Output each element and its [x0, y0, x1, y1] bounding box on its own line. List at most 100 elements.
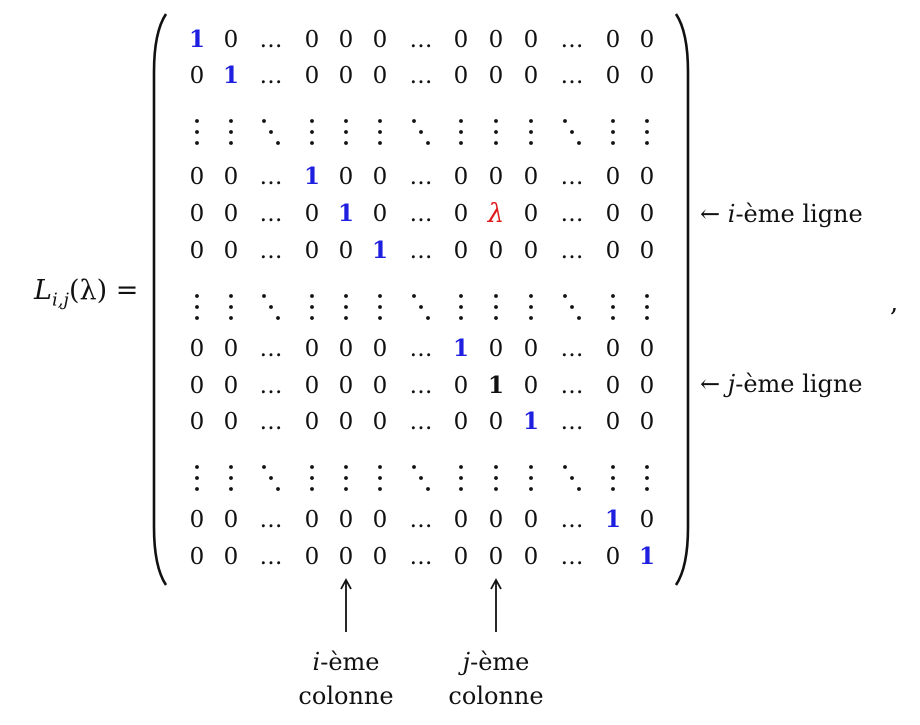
matrix-cell: … — [560, 507, 584, 533]
matrix-cell: 0 — [488, 63, 504, 89]
matrix-cell: 0 — [605, 238, 621, 264]
matrix-cell: 0 — [372, 336, 388, 362]
matrix-cell: … — [259, 336, 283, 362]
matrix-cell: 0 — [223, 201, 239, 227]
ddots-cell — [562, 463, 582, 493]
row-j-text: -ème ligne — [735, 370, 863, 398]
matrix-cell: … — [560, 238, 584, 264]
matrix-cell: 0 — [639, 409, 655, 435]
left-parenthesis — [152, 13, 168, 586]
matrix-cell: 0 — [223, 373, 239, 399]
vdots-cell — [451, 117, 471, 147]
row-i-variable: i — [727, 200, 736, 228]
matrix-cell: 0 — [523, 201, 539, 227]
matrix-cell: 0 — [223, 164, 239, 190]
matrix-cell: 0 — [488, 27, 504, 53]
vdots-cell — [336, 292, 356, 322]
lambda-cell: λ — [487, 199, 505, 229]
diagonal-one-cell: 1 — [604, 506, 621, 533]
matrix-cell: 0 — [639, 63, 655, 89]
matrix-cell: … — [259, 409, 283, 435]
ddots-cell — [261, 117, 281, 147]
matrix-cell: 0 — [523, 27, 539, 53]
matrix-cell: 0 — [304, 507, 320, 533]
matrix-cell: 0 — [523, 373, 539, 399]
row-j-variable: j — [727, 370, 736, 398]
ddots-cell — [411, 117, 431, 147]
matrix-cell: 0 — [372, 544, 388, 570]
matrix-cell: 0 — [338, 544, 354, 570]
matrix-cell: 0 — [523, 164, 539, 190]
vdots-cell — [603, 463, 623, 493]
matrix-cell: 0 — [189, 336, 205, 362]
vdots-cell — [637, 292, 657, 322]
matrix-cell: 0 — [523, 336, 539, 362]
matrix-cell: … — [409, 409, 433, 435]
matrix-cell: … — [409, 544, 433, 570]
row-j-arrow: ← — [700, 370, 721, 398]
vdots-cell — [221, 117, 241, 147]
matrix-cell: 0 — [639, 238, 655, 264]
vdots-cell — [336, 117, 356, 147]
matrix-cell: … — [259, 201, 283, 227]
matrix-cell: 0 — [338, 336, 354, 362]
matrix-cell: 0 — [605, 373, 621, 399]
matrix-cell: 0 — [605, 544, 621, 570]
matrix-cell: 0 — [453, 373, 469, 399]
matrix-name: Li,j(λ) = — [34, 275, 138, 310]
row-label-i: ← i-ème ligne — [700, 200, 863, 228]
vdots-cell — [221, 292, 241, 322]
matrix-cell: 0 — [523, 544, 539, 570]
matrix-cell: 0 — [488, 336, 504, 362]
matrix-cell: … — [409, 27, 433, 53]
matrix-cell: 0 — [338, 164, 354, 190]
matrix-cell: 0 — [223, 27, 239, 53]
matrix-cell: 0 — [453, 507, 469, 533]
matrix-cell: 0 — [605, 27, 621, 53]
matrix-cell: 0 — [453, 238, 469, 264]
matrix-cell: 0 — [453, 164, 469, 190]
matrix-cell: 0 — [189, 164, 205, 190]
vdots-cell — [370, 117, 390, 147]
matrix-cell: 0 — [605, 201, 621, 227]
matrix-cell: 0 — [453, 27, 469, 53]
matrix-cell: … — [259, 507, 283, 533]
matrix-cell: 0 — [223, 507, 239, 533]
vdots-cell — [486, 117, 506, 147]
col-i-variable: i — [312, 648, 321, 676]
vdots-cell — [302, 117, 322, 147]
matrix-cell: … — [259, 27, 283, 53]
row-i-text: -ème ligne — [735, 200, 863, 228]
matrix-cell: 0 — [523, 238, 539, 264]
vdots-cell — [336, 463, 356, 493]
matrix-cell: 0 — [605, 336, 621, 362]
vdots-cell — [187, 117, 207, 147]
matrix-cell: … — [560, 164, 584, 190]
ddots-cell — [562, 117, 582, 147]
matrix-cell: 0 — [338, 373, 354, 399]
matrix-symbol: L — [34, 275, 52, 306]
vdots-cell — [486, 292, 506, 322]
matrix-cell: … — [560, 336, 584, 362]
matrix-cell: 0 — [338, 238, 354, 264]
matrix-cell: 0 — [605, 63, 621, 89]
vdots-cell — [521, 117, 541, 147]
matrix-cell: 0 — [488, 409, 504, 435]
diagonal-one-cell: 1 — [452, 335, 469, 362]
col-j-variable: j — [462, 648, 471, 676]
matrix-cell: 0 — [338, 507, 354, 533]
matrix-cell: 0 — [304, 336, 320, 362]
matrix-cell: 0 — [453, 544, 469, 570]
matrix-cell: 0 — [338, 409, 354, 435]
matrix-cell: 0 — [372, 373, 388, 399]
vdots-cell — [302, 463, 322, 493]
col-j-line2: colonne — [448, 682, 544, 710]
matrix-cell: … — [409, 336, 433, 362]
matrix-cell: … — [259, 544, 283, 570]
diagonal-one-cell: 1 — [222, 62, 239, 89]
col-label-i: i-ème colonne — [281, 645, 411, 713]
matrix-cell: 0 — [304, 373, 320, 399]
matrix-cell: 0 — [523, 63, 539, 89]
matrix-cell: 0 — [189, 373, 205, 399]
